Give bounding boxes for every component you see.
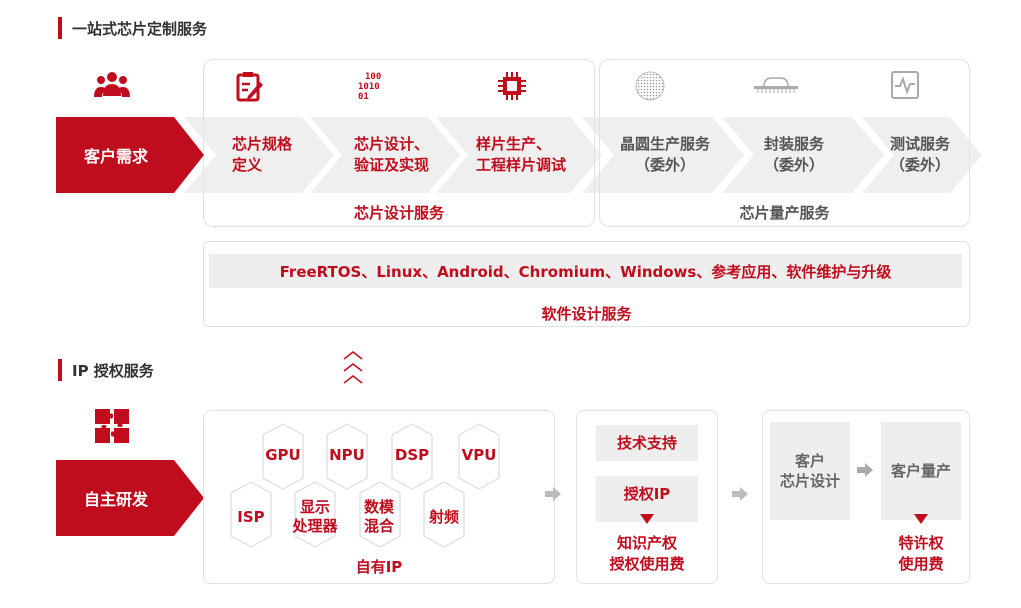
- step-line: 芯片规格: [232, 135, 293, 153]
- self-dev-chevron: [56, 460, 204, 536]
- step-line: 工程样片调试: [476, 156, 567, 174]
- royalty-line: 特许权: [898, 534, 944, 552]
- binary-code-icon: 100 1010 01: [358, 72, 381, 102]
- ip-dsp: DSP: [394, 445, 430, 464]
- svg-text:100: 100: [365, 72, 381, 82]
- hex-npu: [326, 423, 368, 490]
- chevron-step-3: [436, 117, 602, 193]
- chip-mass-service-label: 芯片量产服务: [739, 204, 830, 222]
- ip-line: 处理器: [292, 517, 338, 535]
- hex-rf: [423, 481, 465, 548]
- chip-design-service-label: 芯片设计服务: [353, 204, 444, 222]
- box-line: 芯片设计: [779, 472, 840, 490]
- ip-line: 数模: [363, 498, 394, 516]
- puzzle-icon: [95, 409, 129, 443]
- box-line: 客户: [794, 452, 825, 470]
- ip-line: 混合: [363, 517, 394, 535]
- chip-icon: [498, 72, 526, 100]
- step-line: 晶圆生产服务: [619, 135, 710, 153]
- step-line: 验证及实现: [354, 156, 430, 174]
- ip-rf: 射频: [428, 507, 459, 526]
- step-chip-spec: 芯片规格 定义: [232, 134, 322, 176]
- hex-isp: [230, 481, 272, 548]
- step-wafer-production: 晶圆生产服务 （委外）: [606, 134, 724, 176]
- chip-mass-panel: [599, 59, 970, 227]
- section-title-custom-chip: 一站式芯片定制服务: [58, 17, 207, 39]
- step-line: 封装服务: [763, 135, 824, 153]
- down-triangle-icon: [914, 514, 928, 524]
- hex-dsp: [391, 423, 433, 490]
- step-line: （委外）: [634, 156, 695, 174]
- own-ip-panel: [203, 410, 555, 584]
- customer-mass-box: 客户量产: [881, 422, 961, 520]
- step-line: 样片生产、: [476, 135, 552, 153]
- chevron-step-5: [722, 117, 884, 193]
- down-triangle-icon: [640, 514, 654, 524]
- hex-gpu: [262, 423, 304, 490]
- step-line: 定义: [232, 156, 263, 174]
- test-monitor-icon: [891, 71, 919, 99]
- chevron-up-icon: [343, 351, 363, 384]
- fee-line: 知识产权: [616, 534, 677, 552]
- svg-text:1010: 1010: [358, 82, 380, 92]
- wafer-icon: [635, 71, 665, 101]
- chevron-step-1: [184, 117, 334, 193]
- step-chip-design: 芯片设计、 验证及实现: [354, 134, 454, 176]
- svg-text:01: 01: [358, 92, 369, 102]
- tech-support-box: 技术支持: [596, 425, 698, 461]
- ip-gpu: GPU: [265, 445, 301, 464]
- royalty-line: 使用费: [898, 555, 944, 573]
- title-bar: [58, 17, 62, 39]
- hex-vpu: [458, 423, 500, 490]
- hex-display: [294, 481, 336, 548]
- step-line: 芯片设计、: [354, 135, 430, 153]
- ip-npu: NPU: [329, 445, 365, 464]
- arrow-right-icon: [732, 487, 748, 501]
- chevron-step-2: [310, 117, 460, 193]
- step-line: （委外）: [889, 156, 950, 174]
- hex-grid: [230, 423, 500, 548]
- self-dev-label: 自主研发: [83, 490, 148, 509]
- step-line: 测试服务: [889, 135, 950, 153]
- clipboard-edit-icon: [236, 72, 263, 102]
- section-title-ip-license: IP 授权服务: [58, 359, 154, 381]
- ip-line: 显示: [299, 498, 330, 516]
- hex-mixed: [359, 481, 401, 548]
- arrow-right-icon: [857, 463, 873, 477]
- chevron-step-6: [862, 117, 982, 193]
- fee-line: 授权使用费: [609, 555, 685, 573]
- ip-vpu: VPU: [461, 445, 497, 464]
- people-icon: [94, 72, 130, 97]
- chip-design-panel: [203, 59, 595, 227]
- own-ip-label: 自有IP: [355, 558, 403, 576]
- software-service-label: 软件设计服务: [541, 305, 632, 323]
- step-testing: 测试服务 （委外）: [872, 134, 968, 176]
- step-sample-production: 样片生产、 工程样片调试: [476, 134, 588, 176]
- section-title-text: 一站式芯片定制服务: [72, 19, 208, 38]
- ip-mixed-signal: 数模 混合: [357, 496, 401, 538]
- license-fee-text: 知识产权 授权使用费: [576, 533, 718, 575]
- title-bar: [58, 359, 62, 381]
- arrow-right-icon: [545, 487, 561, 501]
- ip-display-processor: 显示 处理器: [287, 496, 343, 538]
- customer-need-label: 客户需求: [83, 147, 148, 166]
- package-icon: [754, 77, 798, 93]
- step-packaging: 封装服务 （委外）: [744, 134, 844, 176]
- customer-chip-design-box: 客户 芯片设计: [770, 422, 850, 520]
- ip-isp: ISP: [237, 507, 265, 526]
- royalty-text: 特许权 使用费: [881, 533, 961, 575]
- software-list: FreeRTOS、Linux、Android、Chromium、Windows、…: [209, 254, 962, 288]
- step-line: （委外）: [763, 156, 824, 174]
- customer-need-chevron: [56, 117, 204, 193]
- section-title-text: IP 授权服务: [72, 361, 154, 380]
- chevron-step-4: [582, 117, 744, 193]
